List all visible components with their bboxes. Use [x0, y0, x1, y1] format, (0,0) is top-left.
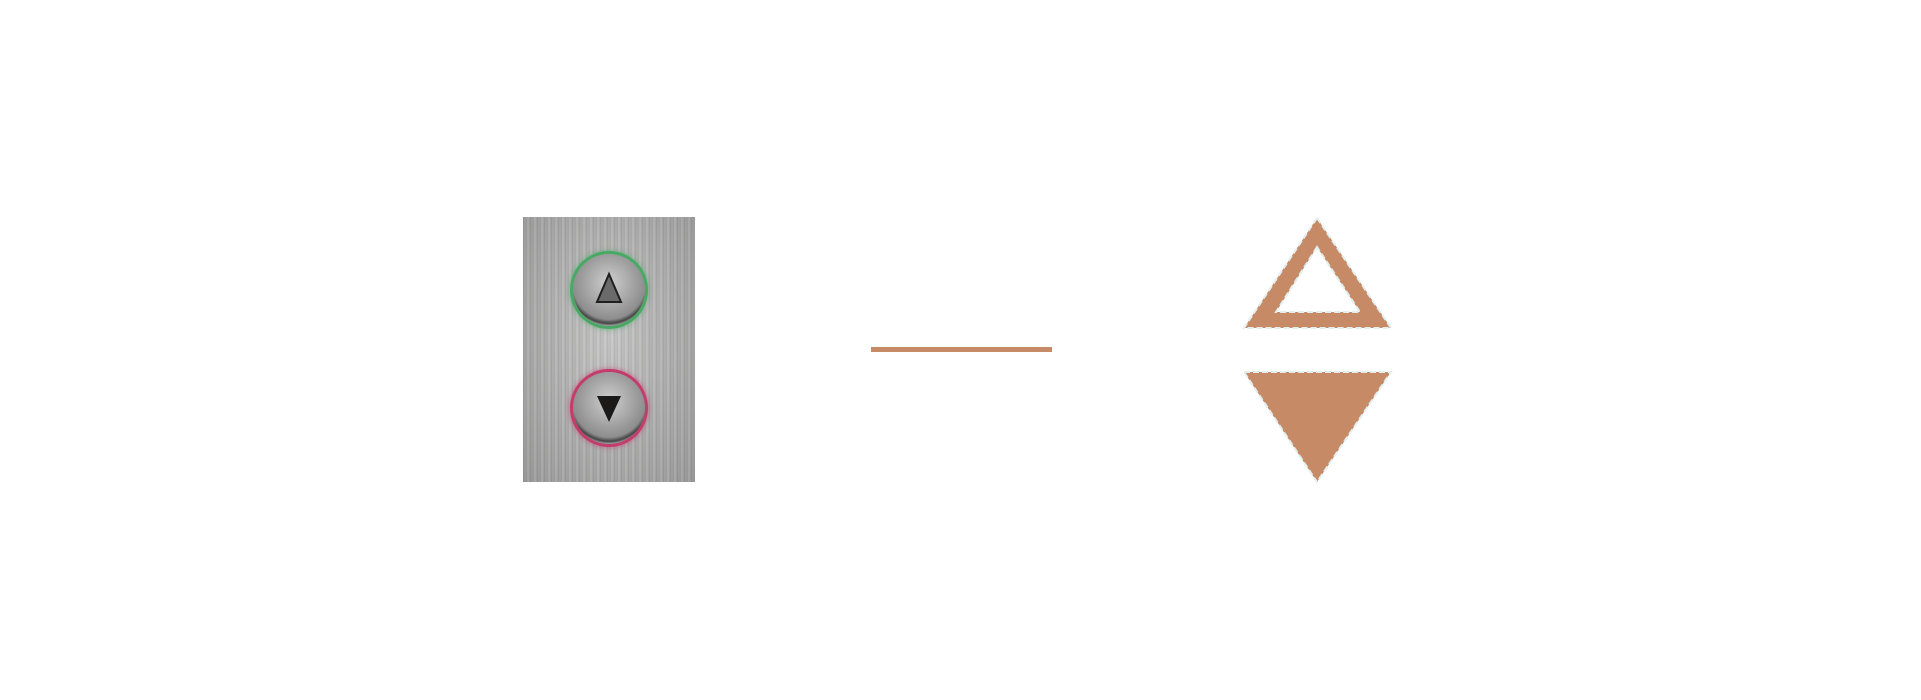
- divider-line: [871, 347, 1052, 352]
- up-arrow-icon: [595, 271, 623, 303]
- elevator-up-button: [573, 254, 645, 326]
- triangle-down-filled-icon: [1242, 371, 1393, 484]
- up-down-arrows-icon: [1242, 216, 1393, 484]
- elevator-button-panel-image: [523, 217, 695, 482]
- elevator-down-button: [573, 372, 645, 444]
- triangle-up-outline-icon: [1242, 216, 1393, 329]
- down-arrow-icon: [597, 396, 621, 422]
